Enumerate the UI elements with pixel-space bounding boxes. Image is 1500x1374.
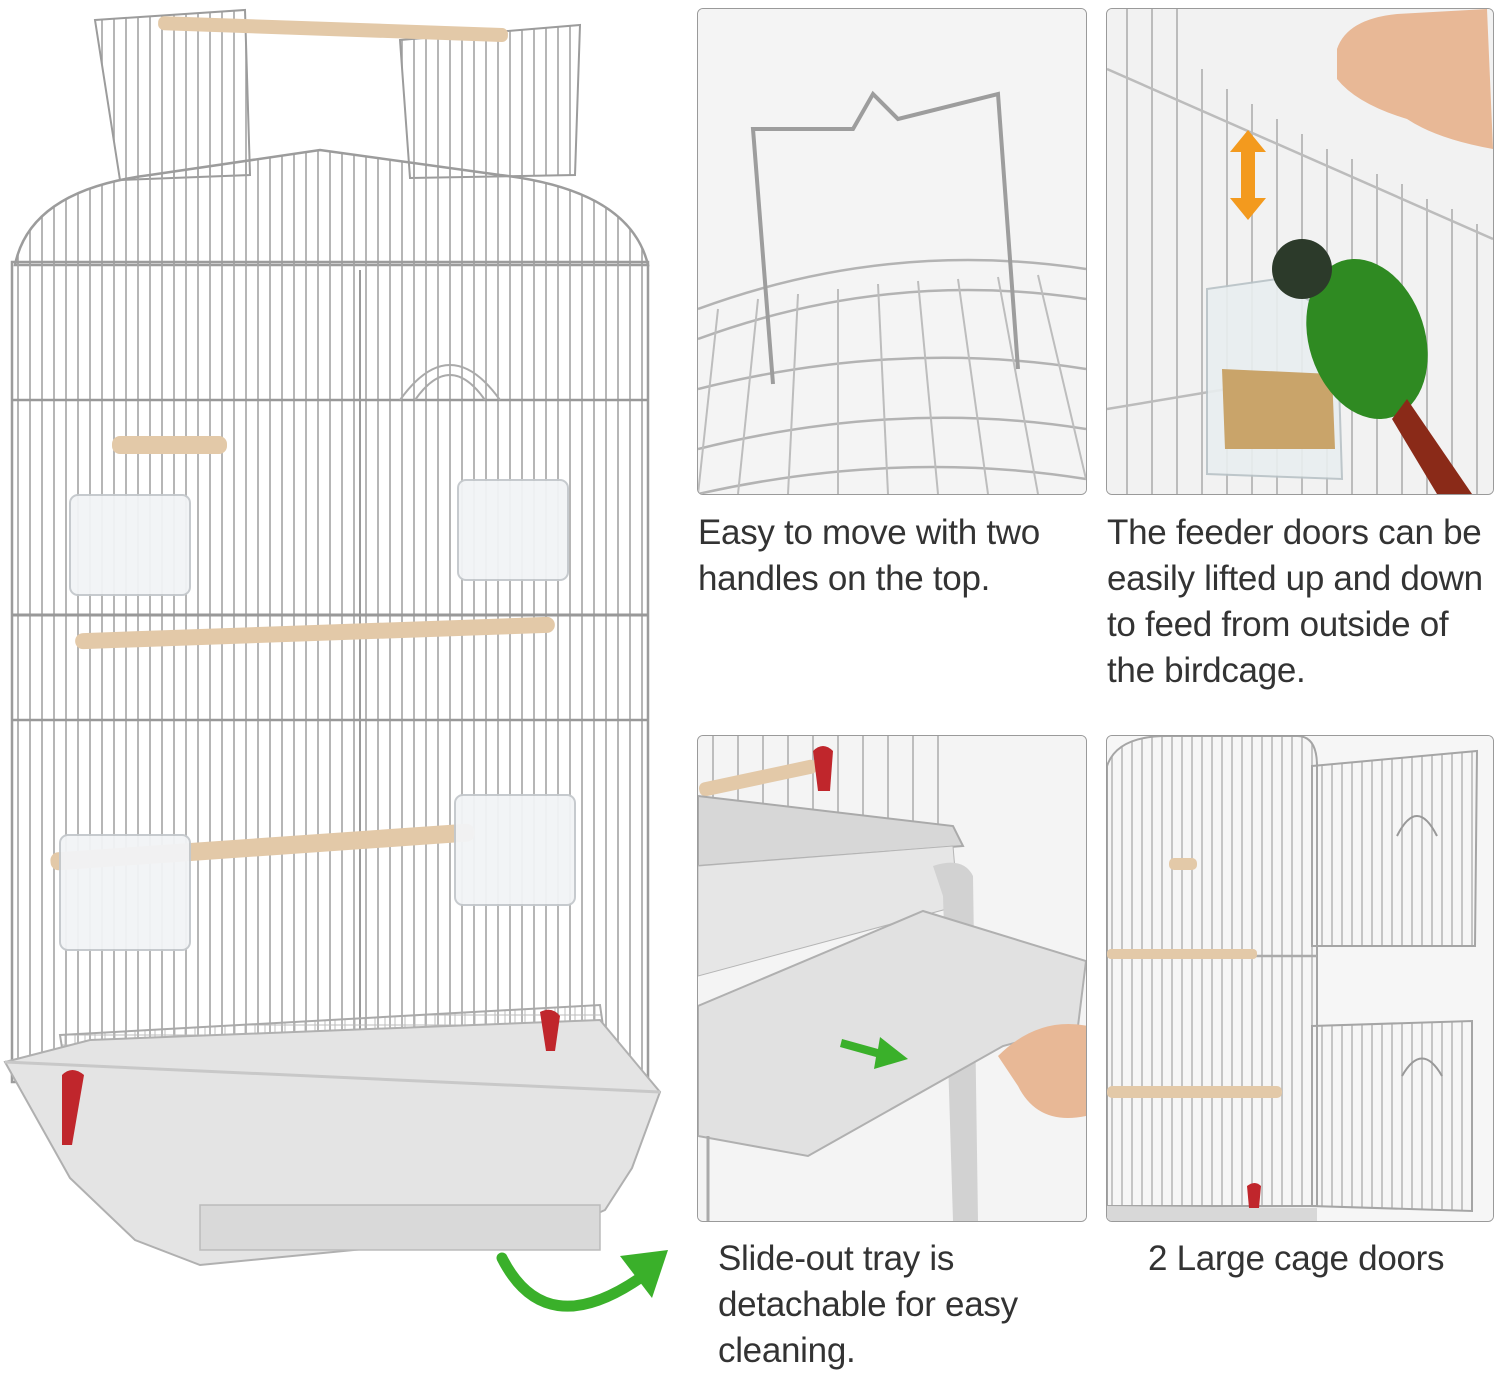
handles-detail-panel (697, 8, 1087, 495)
feeder-detail-panel (1106, 8, 1494, 495)
feeder-caption: The feeder doors can be easily lifted up… (1107, 513, 1483, 690)
tray-caption: Slide-out tray is detachable for easy cl… (718, 1239, 1018, 1370)
slide-arrow-icon (840, 1025, 910, 1070)
curved-arrow-icon (490, 1238, 680, 1338)
doors-detail-panel (1106, 735, 1494, 1222)
up-down-arrow-icon (1228, 130, 1268, 220)
main-birdcage-image (0, 0, 680, 1290)
tray-detail-panel (697, 735, 1087, 1222)
doors-caption: 2 Large cage doors (1148, 1239, 1445, 1278)
handles-caption: Easy to move with two handles on the top… (698, 513, 1040, 598)
